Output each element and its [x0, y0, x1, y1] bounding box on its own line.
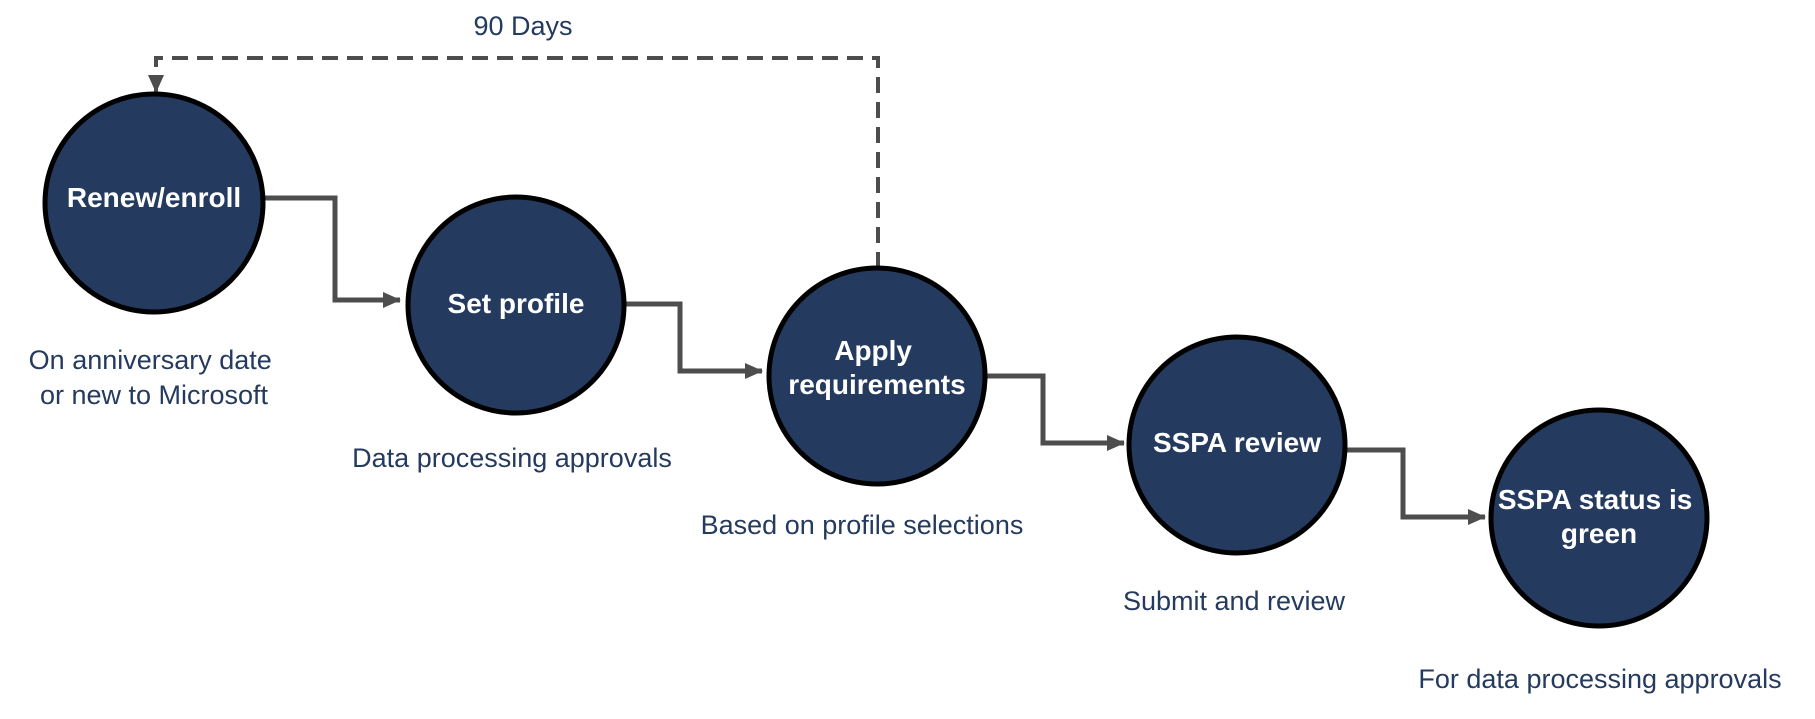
step-label: SSPA review [1153, 427, 1321, 458]
caption-renew-enroll: On anniversary date or new to Microsoft [29, 345, 280, 410]
connectors [264, 195, 1486, 525]
step-label: SSPA status is green [1498, 484, 1700, 549]
step-circle [1488, 407, 1710, 629]
caption-apply-requirements: Based on profile selections [701, 510, 1024, 540]
connector-1-2 [264, 195, 401, 308]
loop-connector [148, 56, 880, 268]
caption-set-profile: Data processing approvals [352, 443, 672, 473]
loop-label: 90 Days [473, 11, 572, 41]
step-label: Apply requirements [788, 335, 965, 400]
process-steps: Renew/enroll Set profile Apply requireme… [42, 91, 1710, 629]
step-sspa-review: SSPA review [1126, 334, 1348, 556]
step-renew-enroll: Renew/enroll [42, 91, 266, 315]
step-set-profile: Set profile [405, 194, 627, 416]
step-label: Renew/enroll [67, 182, 241, 213]
caption-sspa-review: Submit and review [1123, 586, 1346, 616]
step-label: Set profile [448, 288, 585, 319]
step-captions: On anniversary date or new to Microsoft … [29, 345, 1782, 694]
step-circle [766, 265, 988, 487]
connector-3-4 [985, 373, 1125, 451]
step-circle [42, 91, 266, 315]
connector-4-5 [1346, 447, 1486, 525]
step-circle [405, 194, 627, 416]
step-circle [1126, 334, 1348, 556]
step-sspa-status-green: SSPA status is green [1488, 407, 1710, 629]
step-apply-requirements: Apply requirements [766, 265, 988, 487]
connector-2-3 [624, 301, 763, 379]
caption-sspa-status-green: For data processing approvals [1418, 664, 1781, 694]
